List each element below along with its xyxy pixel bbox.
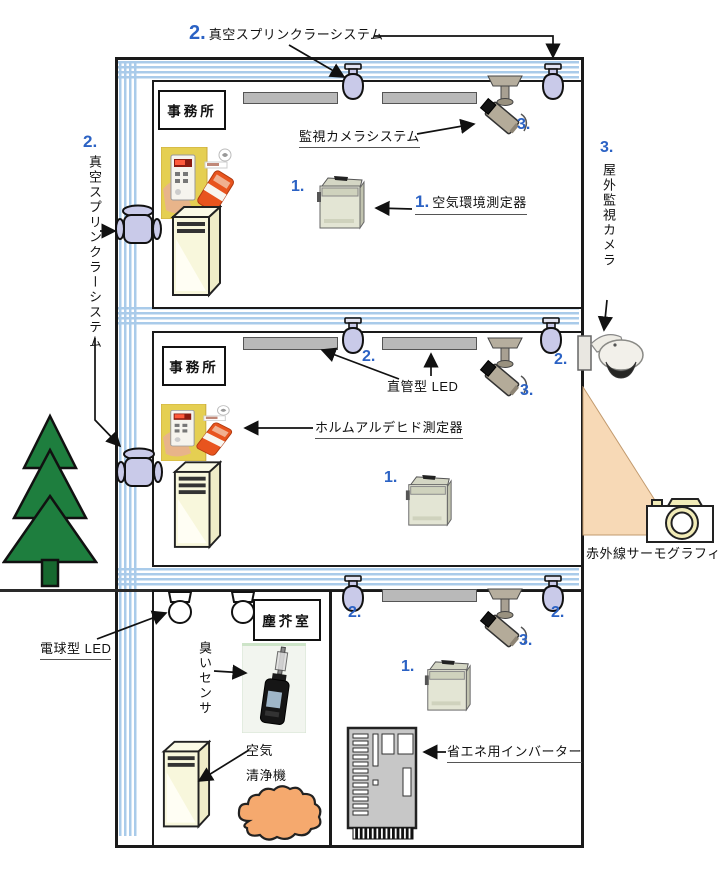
office-label: 事務所 xyxy=(169,360,219,375)
shutoff-valve-icon xyxy=(115,204,162,254)
marker-1: 1. xyxy=(415,192,430,211)
outdoor-camera-label-vertical: 屋外監視カメラ xyxy=(601,163,616,268)
arrow-top-label-to-right-sprinkler xyxy=(374,35,561,59)
shutoff-valve-icon xyxy=(116,447,163,497)
handheld-meter-photo xyxy=(160,403,237,466)
marker-3: 3. xyxy=(519,632,533,649)
air-quality-meter-icon xyxy=(403,473,455,534)
odor-sensor-label-vertical: 臭いセンサ xyxy=(197,641,212,716)
led-tube-light xyxy=(243,92,338,104)
marker-3: 3. xyxy=(600,139,614,156)
surveillance-camera-icon xyxy=(476,587,534,656)
air-quality-meter-label: 空気環境測定器 xyxy=(432,195,527,210)
air-purifier-icon xyxy=(170,204,223,308)
bulb-light-icon xyxy=(225,591,261,630)
vacuum-sprinkler-label: 真空スプリンクラーシステム xyxy=(208,27,384,42)
odor-sensor-photo xyxy=(241,642,307,738)
air-quality-meter-icon xyxy=(422,658,474,719)
room-label-garbage: 塵芥室 xyxy=(253,599,321,641)
garbage-room-label: 塵芥室 xyxy=(262,614,312,629)
sprinkler-pipe-floor2 xyxy=(118,307,579,325)
bulb-led-label: 電球型 LED xyxy=(40,638,112,660)
inverter-label: 省エネ用インバーター xyxy=(447,741,583,763)
callout-vacuum-sprinkler-top: 2. 真空スプリンクラーシステム xyxy=(189,22,384,45)
air-purifier-label-line2: 清浄機 xyxy=(246,768,287,783)
tree-icon xyxy=(1,412,99,593)
inverter-icon xyxy=(346,726,420,847)
callout-air-quality-meter: 1. 空気環境測定器 xyxy=(415,192,527,215)
surveillance-camera-icon xyxy=(476,336,534,405)
surveillance-camera-label: 監視カメラシステム xyxy=(299,126,420,148)
sprinkler-head-icon xyxy=(538,63,568,106)
sprinkler-head-icon xyxy=(338,63,368,106)
marker-2: 2. xyxy=(362,348,376,365)
air-purifier-label-line1: 空気 xyxy=(246,743,274,758)
marker-2: 2. xyxy=(83,132,98,151)
tube-led-label: 直管型 LED xyxy=(387,379,459,394)
vacuum-sprinkler-label-vertical: 真空スプリンクラーシステム xyxy=(87,155,102,350)
air-purifier-icon xyxy=(172,459,223,561)
marker-2: 2. xyxy=(189,22,206,44)
room-label-office-2: 事務所 xyxy=(162,346,226,386)
marker-2: 2. xyxy=(554,351,568,368)
formaldehyde-meter-label: ホルムアルデヒド測定器 xyxy=(315,417,464,439)
led-tube-light xyxy=(382,337,477,350)
marker-3: 3. xyxy=(520,382,534,399)
infrared-thermography-label: 赤外線サーモグラフィ xyxy=(586,546,720,561)
air-purifier-icon xyxy=(161,739,212,840)
led-tube-light xyxy=(243,337,338,350)
air-quality-meter-icon xyxy=(314,174,368,237)
sprinkler-head-icon xyxy=(338,317,368,360)
marker-2: 2. xyxy=(348,604,362,621)
led-tube-light xyxy=(382,589,477,602)
sprinkler-pipe-left-riser xyxy=(119,61,139,836)
led-tube-light xyxy=(382,92,477,104)
sprinkler-head-icon xyxy=(536,317,566,360)
bulb-light-icon xyxy=(162,591,198,630)
marker-1: 1. xyxy=(401,658,415,675)
odor-cloud-icon xyxy=(231,783,323,848)
thermography-camera-icon xyxy=(646,496,718,549)
sprinkler-head-icon xyxy=(538,575,568,618)
marker-2: 2. xyxy=(551,604,565,621)
marker-1: 1. xyxy=(291,178,305,195)
sprinkler-head-icon xyxy=(338,575,368,618)
thermography-field-of-view xyxy=(582,385,680,543)
arrow-to-dome-camera xyxy=(597,299,613,332)
office-label: 事務所 xyxy=(167,104,217,119)
marker-1: 1. xyxy=(384,469,398,486)
marker-3: 3. xyxy=(517,116,531,133)
dome-camera-icon xyxy=(577,328,653,395)
surveillance-camera-icon xyxy=(476,74,534,143)
air-purifier-label: 空気 清浄機 xyxy=(246,740,287,784)
room-label-office-1: 事務所 xyxy=(158,90,226,130)
